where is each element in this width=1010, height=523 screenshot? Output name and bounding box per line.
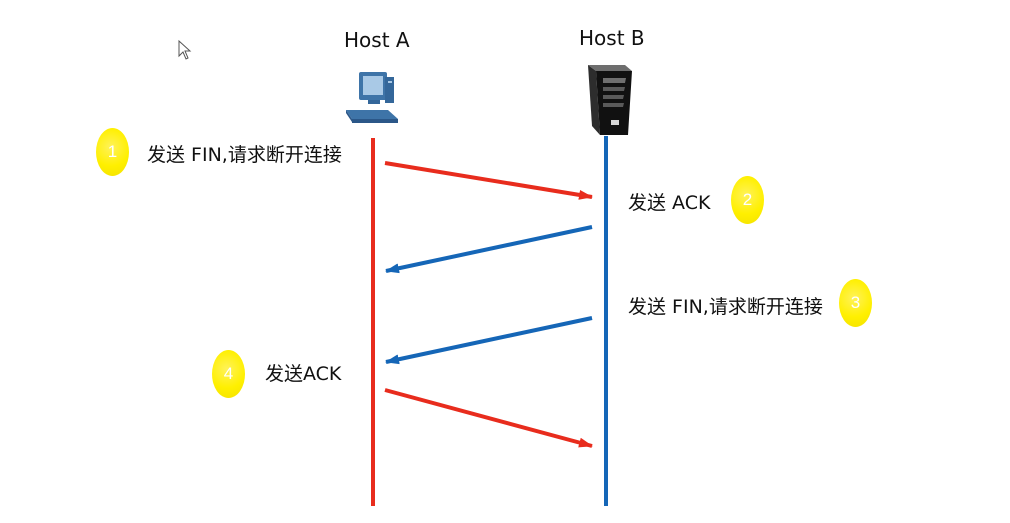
computer-icon bbox=[346, 72, 398, 123]
step-4-badge: 4 bbox=[212, 350, 245, 398]
host-b-label: Host B bbox=[579, 26, 645, 50]
server-icon bbox=[588, 65, 632, 135]
step-4-text: 发送ACK bbox=[265, 363, 342, 385]
fin-arrow-a-to-b bbox=[384, 161, 593, 200]
ack-arrow-b-to-a bbox=[385, 225, 593, 274]
host-a-label: Host A bbox=[344, 28, 410, 52]
step-3-badge: 3 bbox=[839, 279, 872, 327]
step-2-badge: 2 bbox=[731, 176, 764, 224]
fin-arrow-b-to-a bbox=[385, 316, 593, 365]
step-2-text: 发送 ACK bbox=[628, 192, 711, 214]
mouse-cursor-icon bbox=[178, 39, 192, 60]
step-1-badge: 1 bbox=[96, 128, 129, 176]
ack-arrow-a-to-b bbox=[384, 388, 593, 448]
step-3-text: 发送 FIN,请求断开连接 bbox=[628, 296, 823, 318]
step-1-text: 发送 FIN,请求断开连接 bbox=[147, 144, 342, 166]
